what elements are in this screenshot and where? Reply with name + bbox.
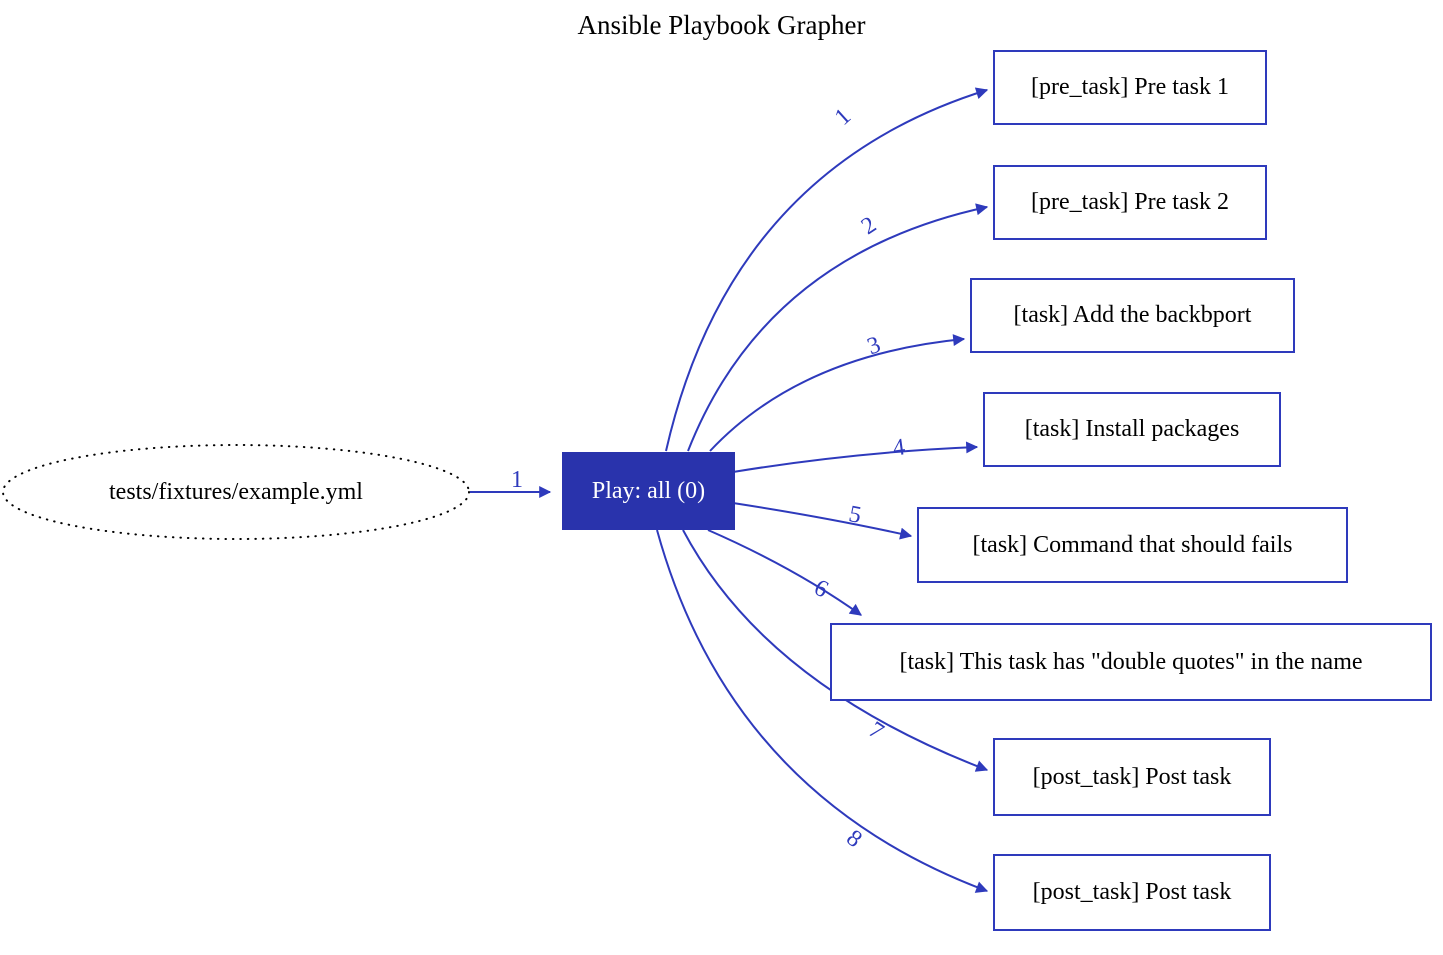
edge-play-to-task-double-quotes (707, 529, 862, 616)
node-task-add-backbport: [task] Add the backbport (970, 278, 1295, 353)
edge-play-to-post-task-1 (682, 529, 989, 772)
edge-play-to-task-command-fails (732, 502, 913, 540)
node-pre-task-1: [pre_task] Pre task 1 (993, 50, 1267, 125)
node-post-task-1: [post_task] Post task (993, 738, 1271, 816)
node-task-double-quotes: [task] This task has "double quotes" in … (830, 623, 1432, 701)
edge-play-to-task-add-backbport (709, 334, 966, 452)
edge-play-to-post-task-2 (656, 529, 989, 893)
edge-play-to-pre-task-2 (687, 203, 989, 452)
node-task-install-packages: [task] Install packages (983, 392, 1281, 467)
node-pre-task-2: [pre_task] Pre task 2 (993, 165, 1267, 240)
node-task-command-fails: [task] Command that should fails (917, 507, 1348, 583)
edge-play-to-task-install-packages (732, 441, 979, 473)
edge-label-playbook: 1 (511, 467, 523, 493)
graph-title: Ansible Playbook Grapher (577, 10, 866, 40)
node-post-task-2: [post_task] Post task (993, 854, 1271, 931)
edge-play-to-pre-task-1 (665, 87, 989, 452)
node-play: Play: all (0) (562, 452, 735, 530)
playbook-node-outline (2, 444, 470, 540)
node-playbook-file: tests/fixtures/example.yml (109, 478, 363, 505)
